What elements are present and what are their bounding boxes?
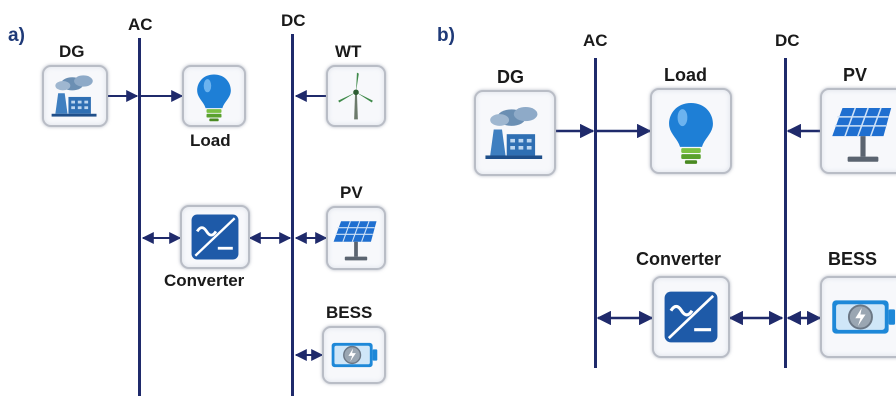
battery-icon <box>331 342 378 368</box>
pv-box-a <box>326 206 386 270</box>
ac-bus-label-a: AC <box>128 15 153 34</box>
pv-label-b: PV <box>843 65 868 85</box>
ac-dc-converter-icon <box>664 291 718 343</box>
dc-bus-label-a: DC <box>281 11 306 30</box>
dc-bus-line-a <box>291 34 294 396</box>
bess-label-a: BESS <box>326 303 373 322</box>
bess-box-b <box>820 276 896 358</box>
dg-box-a <box>42 65 108 127</box>
wt-box-a <box>326 65 386 127</box>
load-label-b: Load <box>664 65 707 85</box>
solar-panel-icon <box>333 221 377 261</box>
converter-label-b: Converter <box>636 249 722 269</box>
converter-box-b <box>652 276 730 358</box>
load-box-b <box>650 88 732 174</box>
dc-bus-label-b: DC <box>775 31 800 50</box>
bess-box-a <box>322 326 386 384</box>
dc-bus-line-b <box>784 58 787 368</box>
light-bulb-icon <box>197 74 231 122</box>
solar-panel-icon <box>832 107 892 162</box>
ac-bus-label-b: AC <box>583 31 608 50</box>
ac-dc-converter-icon <box>191 214 239 260</box>
ac-bus-line-b <box>594 58 597 368</box>
converter-label-a: Converter <box>164 271 245 290</box>
ac-bus-line-a <box>138 38 141 396</box>
wind-turbine-icon <box>338 72 373 120</box>
converter-box-a <box>180 205 250 269</box>
light-bulb-icon <box>669 102 713 164</box>
pv-box-b <box>820 88 896 174</box>
dg-label-b: DG <box>497 67 524 87</box>
power-plant-icon <box>51 75 97 117</box>
power-plant-icon <box>485 107 543 159</box>
panel-b-label: b) <box>437 25 455 46</box>
panel-a-label: a) <box>8 25 25 46</box>
pv-label-a: PV <box>340 183 363 202</box>
battery-icon <box>832 300 896 334</box>
load-box-a <box>182 65 246 127</box>
wt-label-a: WT <box>335 42 362 61</box>
dg-box-b <box>474 90 556 176</box>
dg-label-a: DG <box>59 42 85 61</box>
load-label-a: Load <box>190 131 231 150</box>
bess-label-b: BESS <box>828 249 878 269</box>
